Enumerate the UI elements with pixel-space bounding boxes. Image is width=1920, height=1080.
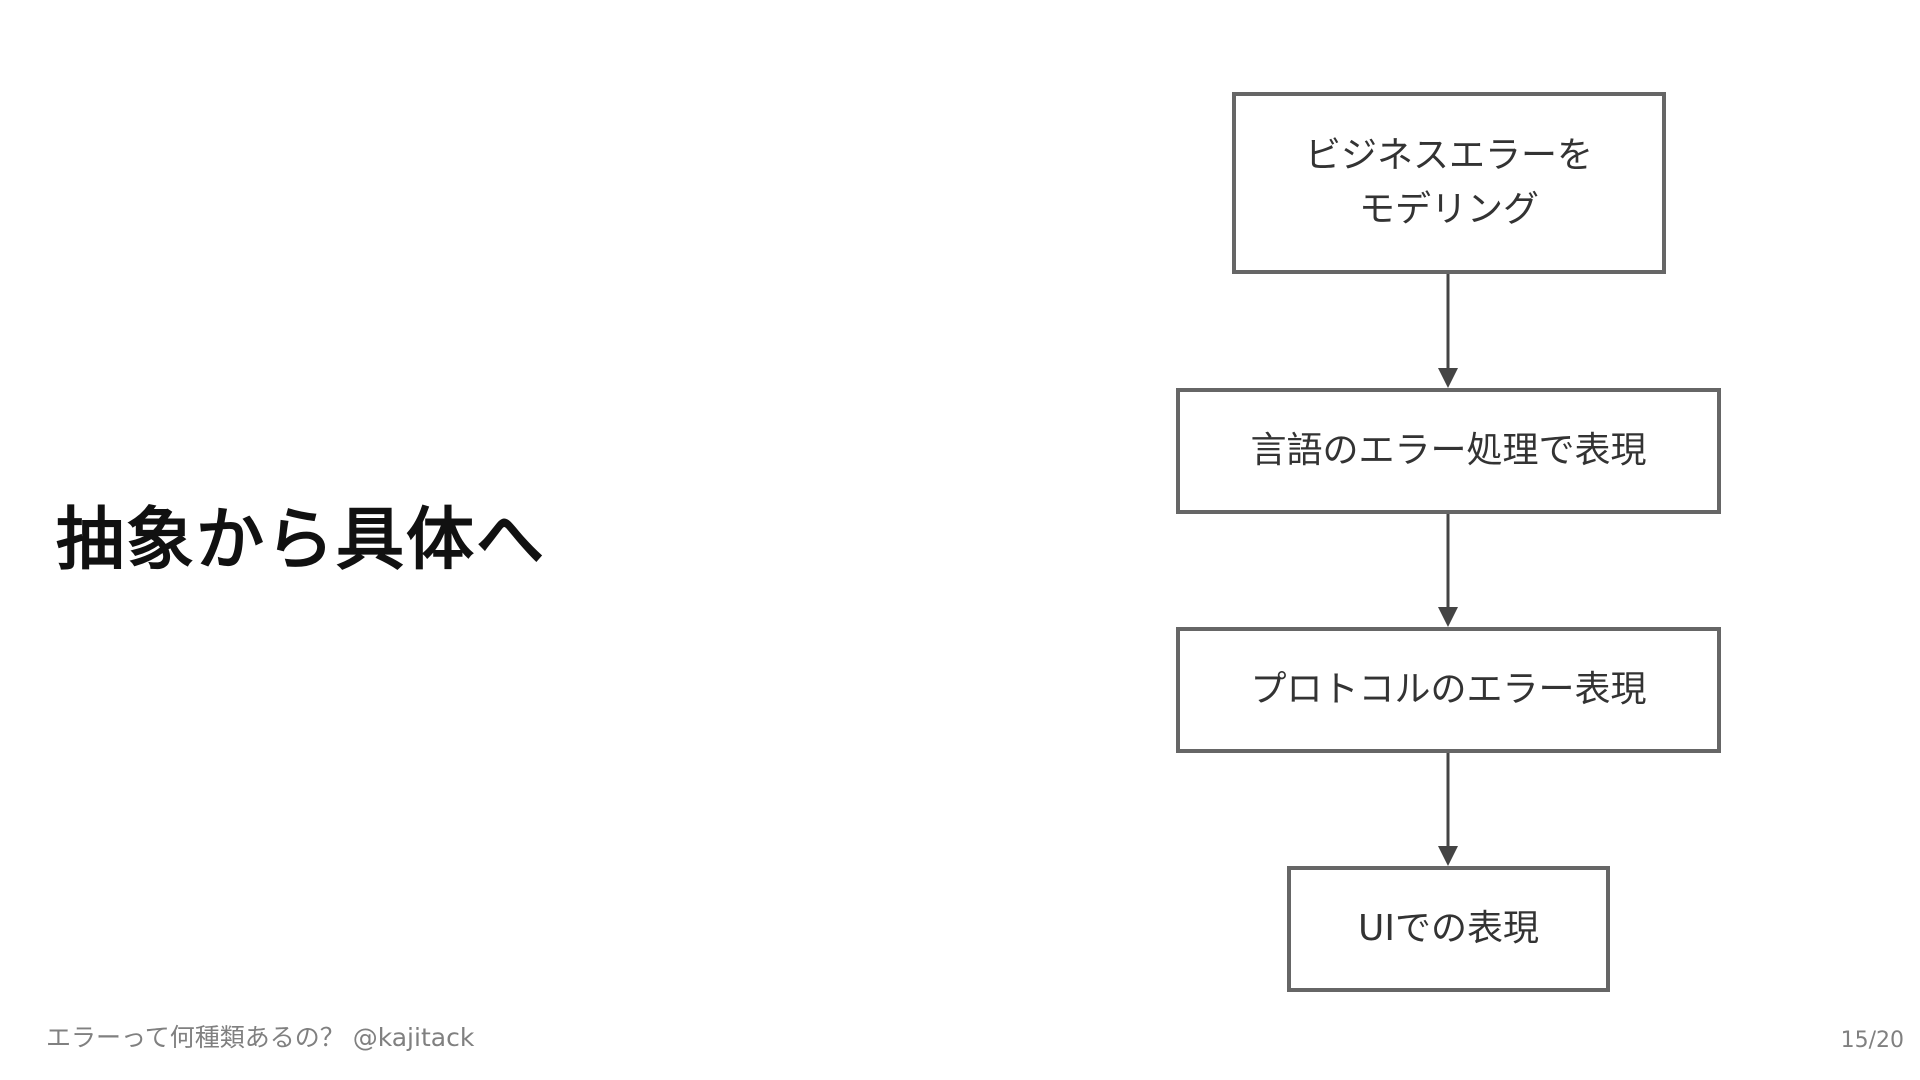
flow-node-text: 言語のエラー処理で表現 [1250, 430, 1647, 471]
arrow-2-to-3 [1438, 514, 1458, 627]
flow-node-text: UIでの表現 [1358, 908, 1539, 949]
flow-node-text: モデリング [1358, 189, 1539, 230]
footer-deck-title: エラーって何種類あるの？ @kajitack [46, 1023, 475, 1052]
page-number: 15/20 [1840, 1028, 1904, 1053]
flow-node-language-error-handling: 言語のエラー処理で表現 [1176, 388, 1721, 514]
slide-title: 抽象から具体へ [56, 501, 547, 580]
flow-node-ui-representation: UIでの表現 [1287, 866, 1610, 992]
arrow-3-to-4 [1438, 753, 1458, 866]
flow-node-protocol-error: プロトコルのエラー表現 [1176, 627, 1721, 753]
flow-node-business-error-modeling: ビジネスエラーを モデリング [1232, 92, 1666, 274]
arrow-1-to-2 [1438, 274, 1458, 388]
flow-node-text: ビジネスエラーを [1304, 135, 1593, 176]
flow-node-text: プロトコルのエラー表現 [1250, 669, 1647, 710]
